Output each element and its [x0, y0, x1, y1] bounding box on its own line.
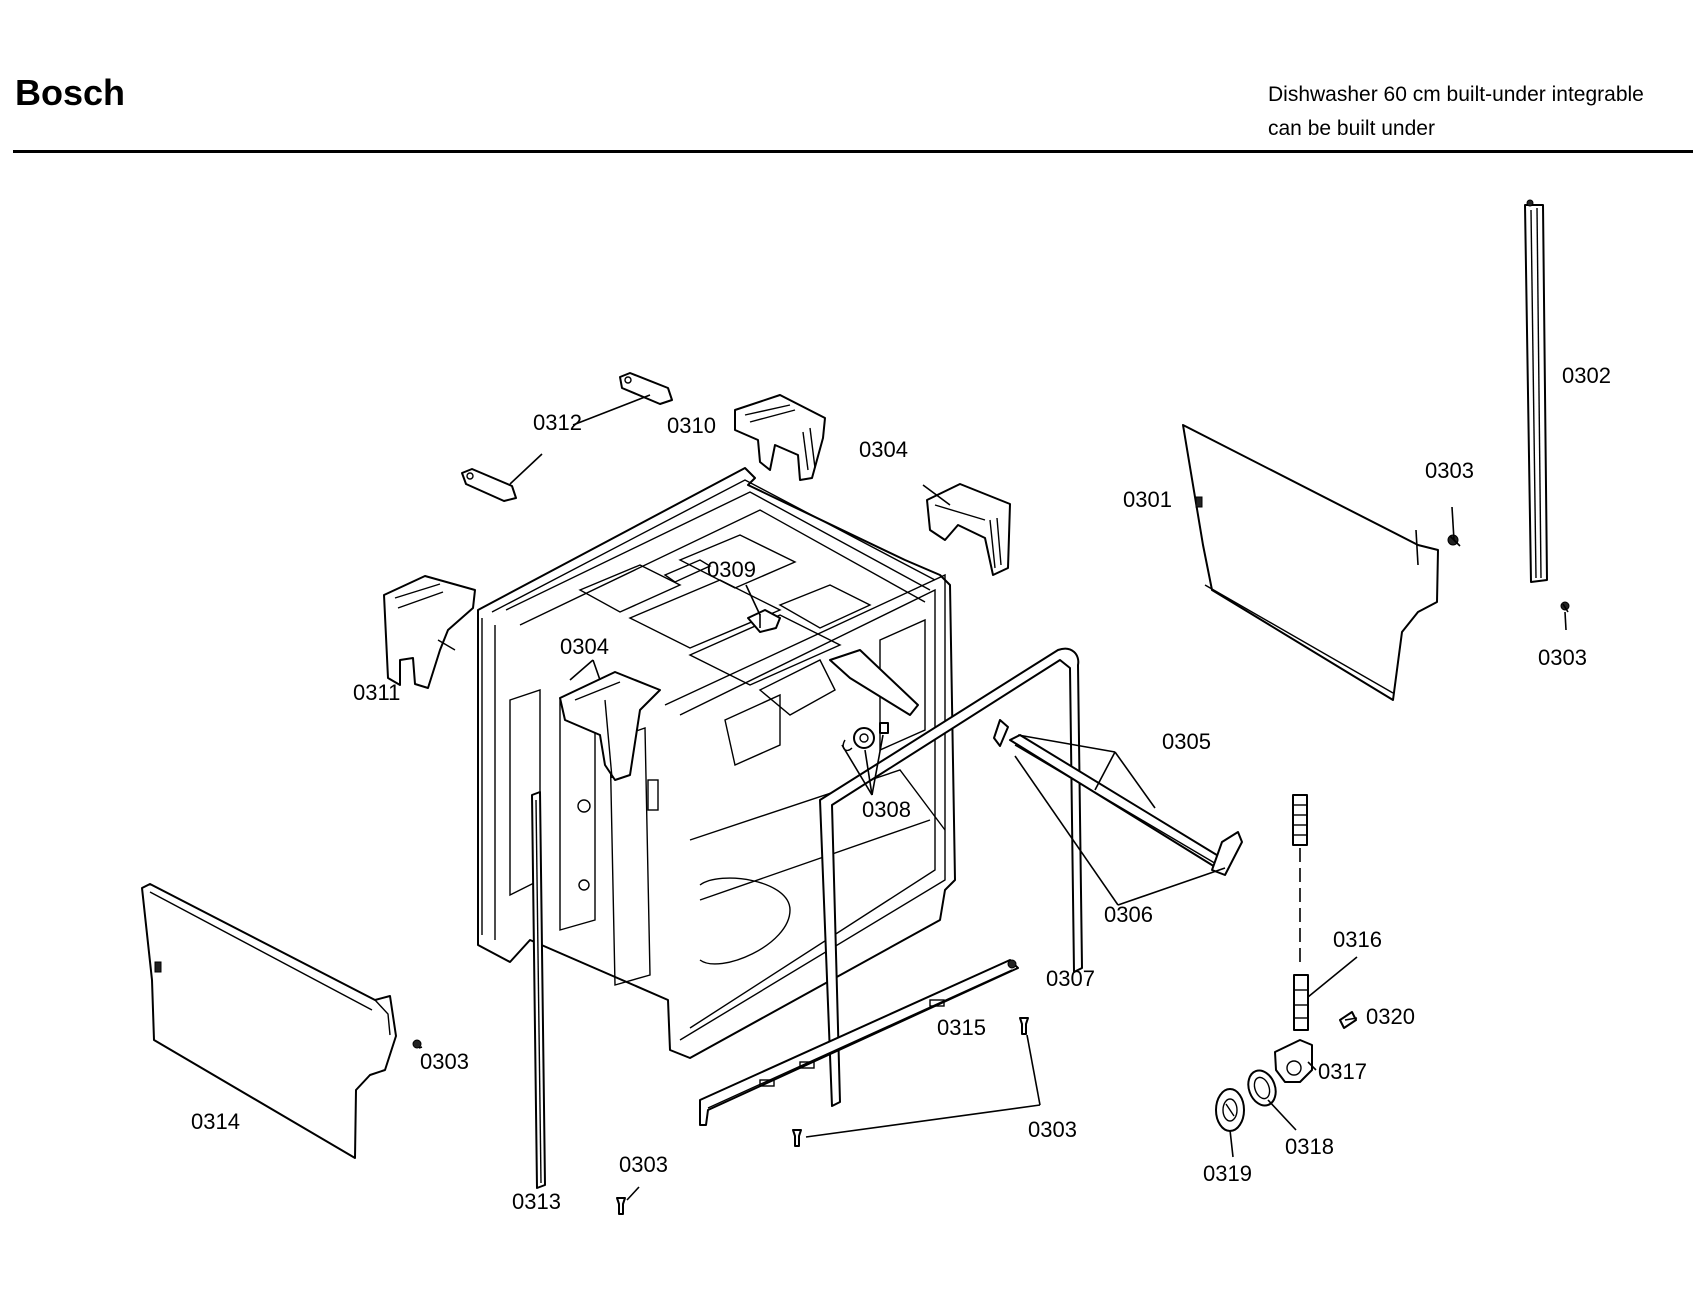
callout-0319: 0319	[1203, 1161, 1252, 1186]
part-0317-valve	[1274, 1039, 1313, 1083]
part-0303-screw-bottom-left	[792, 1129, 802, 1147]
part-0312-bracket-upper	[619, 372, 673, 405]
header-rule	[13, 150, 1693, 153]
part-0302-trim-strip	[1524, 199, 1548, 583]
callout-0313: 0313	[512, 1189, 561, 1214]
part-0303-screw-panel-left	[412, 1039, 422, 1049]
callout-0305: 0305	[1162, 729, 1211, 754]
callout-0315: 0315	[937, 1015, 986, 1040]
part-0309-clip	[747, 609, 781, 633]
callout-0311: 0311	[353, 680, 400, 705]
callout-0303: 0303	[1425, 458, 1474, 483]
callout-0303: 0303	[1028, 1117, 1077, 1142]
part-0301-side-panel	[1182, 424, 1439, 701]
callout-0303: 0303	[1538, 645, 1587, 670]
title-line-1: Dishwasher 60 cm built-under integrable	[1268, 83, 1644, 106]
leader-lines	[418, 394, 1567, 1201]
callout-0312: 0312	[533, 410, 582, 435]
part-0303-screw-bottom-center	[1019, 1017, 1029, 1035]
part-0310-mount-bracket	[734, 394, 826, 481]
part-0318-ring	[1247, 1069, 1277, 1107]
callout-0304: 0304	[859, 437, 908, 462]
callout-0320: 0320	[1366, 1004, 1415, 1029]
part-0303-screw-bottom-far-left	[616, 1197, 626, 1215]
callout-0314: 0314	[191, 1109, 240, 1134]
part-0315-base-rail	[699, 959, 1019, 1126]
page-title: Dishwasher 60 cm built-under integrable …	[1268, 78, 1644, 146]
callout-0318: 0318	[1285, 1134, 1334, 1159]
part-0303-screw-right	[1560, 601, 1570, 613]
callout-0317: 0317	[1318, 1059, 1367, 1084]
callout-0308: 0308	[862, 797, 911, 822]
part-0316-hose	[1292, 794, 1309, 1031]
brand-name: Bosch	[15, 72, 126, 113]
part-0304-side-bracket-left	[559, 671, 661, 781]
callout-0316: 0316	[1333, 927, 1382, 952]
callout-0301: 0301	[1123, 487, 1172, 512]
callout-0302: 0302	[1562, 363, 1611, 388]
part-0312-bracket-lower	[461, 468, 517, 502]
part-0311-mount-bracket-left	[383, 575, 476, 689]
callout-0304: 0304	[560, 634, 609, 659]
part-0319-nut	[1215, 1088, 1245, 1132]
callout-0306: 0306	[1104, 902, 1153, 927]
part-0308-hinge-hardware	[829, 649, 919, 752]
part-0314-side-panel	[141, 883, 397, 1159]
callout-0303: 0303	[420, 1049, 469, 1074]
callout-labels: 0302 0303 0303 0301 0312 0310 0304 0309 …	[191, 363, 1611, 1214]
callout-0303: 0303	[619, 1152, 668, 1177]
part-0305-rail	[993, 719, 1243, 876]
part-0304-side-bracket-right	[926, 483, 1011, 576]
callout-0310: 0310	[667, 413, 716, 438]
part-0313-vertical-strip	[531, 791, 546, 1189]
title-line-2: can be built under	[1268, 117, 1435, 140]
part-0303-screw-upper-right	[1447, 534, 1461, 547]
callout-0307: 0307	[1046, 966, 1095, 991]
callout-0309: 0309	[707, 557, 756, 582]
